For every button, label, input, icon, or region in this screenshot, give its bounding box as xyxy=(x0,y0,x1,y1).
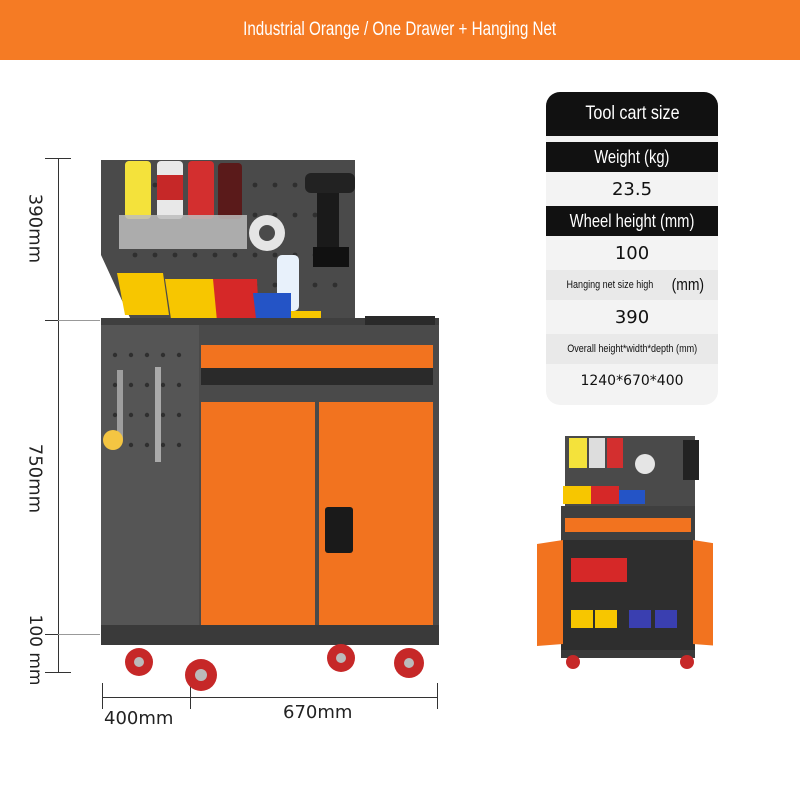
spec-title: Tool cart size xyxy=(546,92,718,136)
dimension-line-horizontal xyxy=(102,697,437,698)
spec-value-wheel-height: 100 xyxy=(614,242,650,264)
spec-card: Tool cart size Weight (kg) 23.5 Wheel he… xyxy=(546,92,718,405)
banner-title: Industrial Orange / One Drawer + Hanging… xyxy=(243,19,557,40)
spec-value-net-height: 390 xyxy=(614,306,650,328)
spec-label-overall: Overall height*width*depth (mm) xyxy=(546,334,718,364)
tool-cart-image xyxy=(101,160,439,691)
dimension-tick xyxy=(45,158,71,159)
tool-cart-open-image xyxy=(537,436,713,669)
spec-value-overall: 1240*670*400 xyxy=(580,373,684,389)
dimension-tick xyxy=(102,683,103,709)
dimension-tick xyxy=(45,672,71,673)
body-height-label: 750mm xyxy=(24,443,46,514)
depth-label: 400mm xyxy=(104,708,174,729)
dimension-guide xyxy=(58,634,100,635)
title-banner: Industrial Orange / One Drawer + Hanging… xyxy=(0,0,800,60)
spec-label-weight: Weight (kg) xyxy=(546,142,718,172)
wheel-height-label: 100 mm xyxy=(25,614,45,686)
width-label: 670mm xyxy=(283,702,353,723)
net-height-label: 390mm xyxy=(24,193,46,264)
spec-label-wheel-height: Wheel height (mm) xyxy=(546,206,718,236)
dimension-line-vertical xyxy=(58,158,59,672)
spec-label-net-height: Hanging net size high (mm) xyxy=(546,270,718,300)
dimension-tick xyxy=(190,683,191,709)
dimension-guide xyxy=(58,320,100,321)
spec-value-weight: 23.5 xyxy=(611,178,653,200)
dimension-tick xyxy=(437,683,438,709)
